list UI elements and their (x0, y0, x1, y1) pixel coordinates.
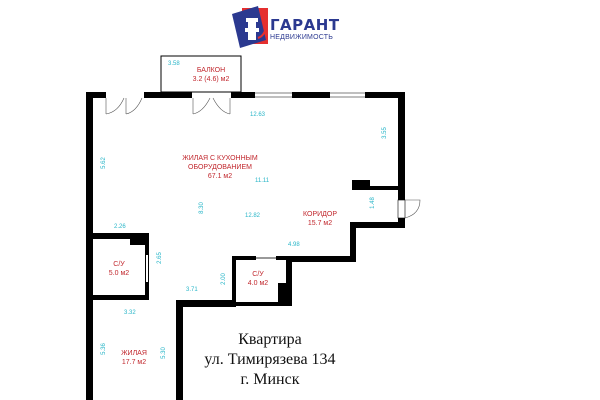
room-name: С/У (252, 271, 264, 278)
dim-bedroom-width: 3.32 (124, 310, 136, 316)
dim-mid-horizontal: 11.11 (255, 178, 270, 184)
dim-step-width: 3.71 (186, 287, 198, 293)
dim-top-wall: 12.63 (250, 112, 266, 118)
dim-corridor-bottom: 4.98 (288, 242, 300, 248)
room-name: ЖИЛАЯ (121, 350, 147, 357)
room-name: С/У (113, 261, 125, 268)
balcony-door-left (105, 97, 143, 115)
dim-bath1-width: 2.26 (114, 224, 126, 230)
room-bedroom: ЖИЛАЯ 17.7 м2 (104, 349, 164, 367)
room-area: 5.0 м2 (108, 270, 130, 277)
room-area: 17.7 м2 (121, 359, 147, 366)
room-name: БАЛКОН (196, 67, 226, 74)
room-living-kitchen: ЖИЛАЯ С КУХОННЫМ ОБОРУДОВАНИЕМ 67.1 м2 (160, 154, 280, 181)
caption-line2: ул. Тимирязева 134 (204, 351, 336, 368)
logo-icon (232, 6, 268, 48)
room-name-line1: ЖИЛАЯ С КУХОННЫМ (182, 155, 258, 162)
room-name-line2: ОБОРУДОВАНИЕМ (188, 164, 252, 171)
dim-bedroom-left: 5.36 (100, 343, 107, 355)
dim-left-upper: 5.62 (100, 157, 107, 169)
dim-inner-horizontal: 12.82 (245, 213, 261, 219)
dim-right-upper: 3.55 (381, 127, 388, 139)
room-area: 67.1 м2 (207, 173, 233, 180)
room-bathroom-2: С/У 4.0 м2 (236, 270, 280, 288)
room-area: 4.0 м2 (247, 280, 269, 287)
logo-subtitle: НЕДВИЖИМОСТЬ (270, 34, 334, 41)
room-balcony: БАЛКОН 3.2 (4.6) м2 (161, 66, 261, 84)
dim-bath1-height: 2.65 (156, 252, 163, 264)
room-bathroom-1: С/У 5.0 м2 (94, 260, 144, 278)
dim-bedroom-right: 5.30 (160, 347, 167, 359)
dim-bath2-height: 2.00 (220, 273, 227, 285)
logo: ГАРАНТ НЕДВИЖИМОСТЬ (228, 4, 378, 52)
address-caption: Квартира ул. Тимирязева 134 г. Минск (190, 330, 350, 390)
room-corridor: КОРИДОР 15.7 м2 (290, 210, 350, 228)
dim-door-height: 1.48 (369, 197, 376, 209)
logo-brand: ГАРАНТ (270, 16, 340, 34)
dim-center-vertical: 8.30 (198, 202, 205, 214)
room-name: КОРИДОР (303, 211, 337, 218)
room-area: 15.7 м2 (307, 220, 333, 227)
caption-line1: Квартира (238, 331, 302, 348)
caption-line3: г. Минск (240, 371, 300, 388)
balcony-door-center (192, 97, 231, 115)
room-area: 3.2 (4.6) м2 (192, 76, 230, 83)
dim-balcony-width: 3.58 (168, 61, 180, 67)
